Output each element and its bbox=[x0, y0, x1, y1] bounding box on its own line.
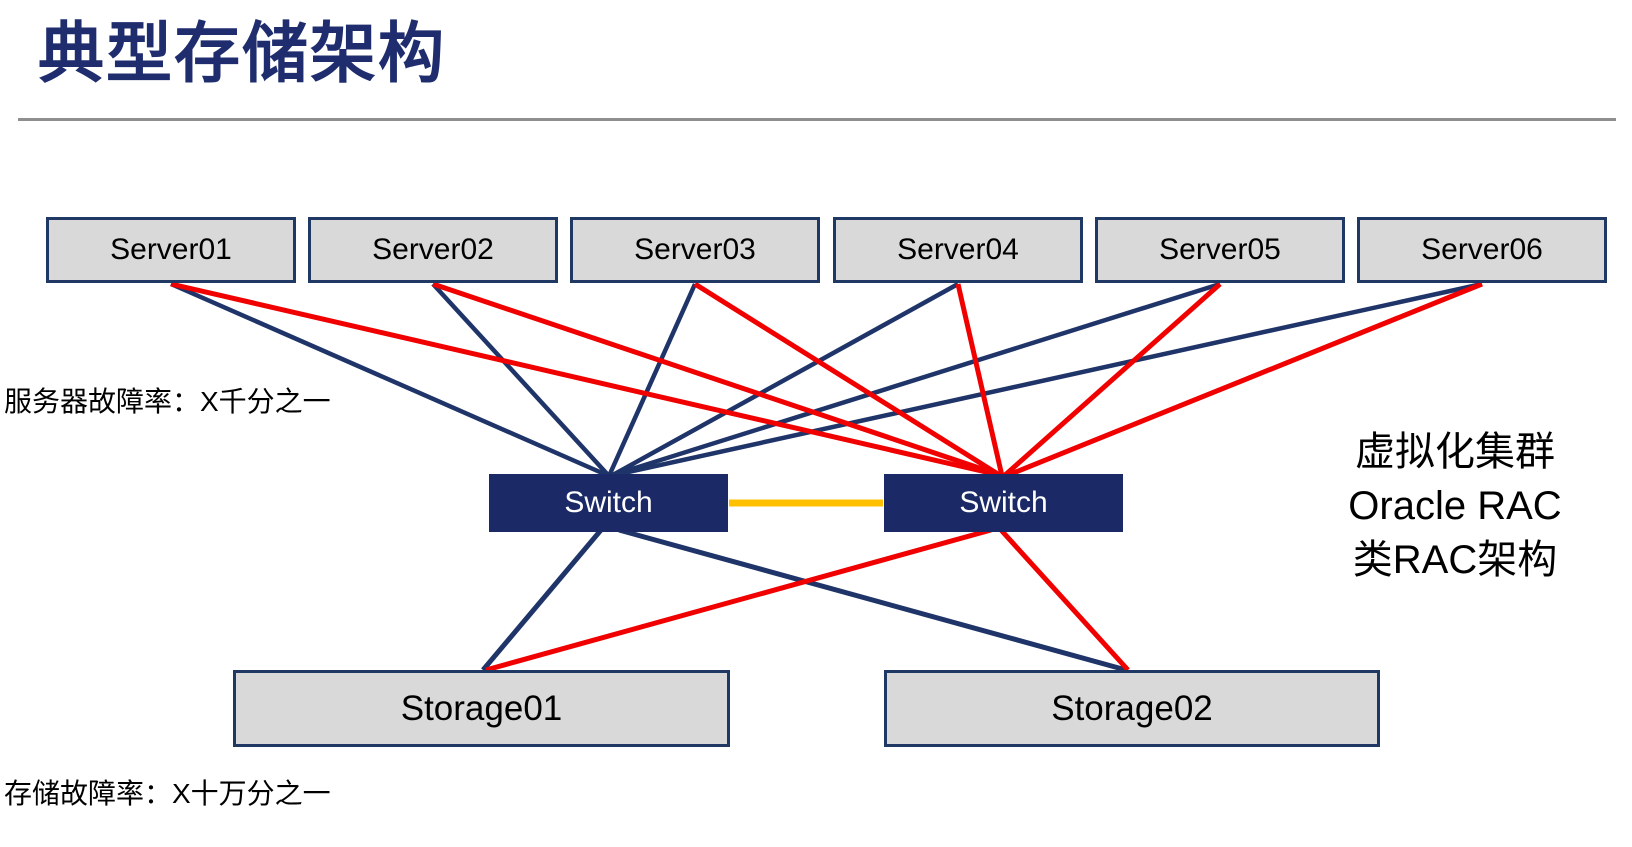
link-server03-right-switch bbox=[693, 281, 1003, 479]
link-right-switch-storage02 bbox=[999, 528, 1130, 672]
server05-node: Server05 bbox=[1095, 217, 1345, 283]
server06-node: Server06 bbox=[1357, 217, 1607, 283]
storage01-node: Storage01 bbox=[233, 670, 730, 747]
storage-failure-rate-note: 存储故障率：X十万分之一 bbox=[4, 778, 331, 809]
server01-label: Server01 bbox=[110, 233, 232, 266]
link-server04-left-switch bbox=[609, 282, 960, 478]
cluster-note-line1: 虚拟化集群 bbox=[1355, 430, 1555, 474]
storage02-label: Storage02 bbox=[1051, 688, 1213, 728]
link-server05-right-switch bbox=[1002, 282, 1222, 478]
storage02-node: Storage02 bbox=[884, 670, 1380, 747]
right-switch-to-storage-links bbox=[485, 527, 1130, 673]
server04-node: Server04 bbox=[833, 217, 1083, 283]
link-server06-left-switch bbox=[614, 281, 1483, 478]
link-server01-right-switch bbox=[170, 281, 1000, 478]
server03-label: Server03 bbox=[634, 233, 756, 266]
link-server03-left-switch bbox=[606, 283, 698, 477]
cluster-note-line2: Oracle RAC bbox=[1348, 484, 1562, 528]
left-switch-to-storage-links bbox=[481, 527, 1127, 673]
server-failure-rate-note: 服务器故障率：X千分之一 bbox=[4, 386, 331, 417]
switch-right-label: Switch bbox=[959, 486, 1048, 519]
cluster-note: 虚拟化集群 Oracle RAC 类RAC架构 bbox=[1325, 425, 1585, 587]
server-to-right-switch-links bbox=[170, 281, 1483, 479]
server02-node: Server02 bbox=[308, 217, 558, 283]
switch-left-label: Switch bbox=[564, 486, 653, 519]
server06-label: Server06 bbox=[1421, 233, 1543, 266]
page-title: 典型存储架构 bbox=[38, 16, 446, 90]
link-server02-right-switch bbox=[432, 281, 1001, 478]
link-left-switch-storage02 bbox=[618, 527, 1127, 673]
server01-node: Server01 bbox=[46, 217, 296, 283]
link-server05-left-switch bbox=[612, 281, 1221, 478]
server05-label: Server05 bbox=[1159, 233, 1281, 266]
link-left-switch-storage01 bbox=[481, 528, 603, 672]
server04-label: Server04 bbox=[897, 233, 1019, 266]
server02-label: Server02 bbox=[372, 233, 494, 266]
storage01-label: Storage01 bbox=[400, 688, 563, 728]
switch-right-node: Switch bbox=[884, 474, 1123, 532]
link-right-switch-storage01 bbox=[485, 527, 992, 673]
server-to-left-switch-links bbox=[170, 281, 1483, 479]
link-server06-right-switch bbox=[1005, 281, 1483, 479]
link-server04-right-switch bbox=[955, 283, 1005, 477]
server03-node: Server03 bbox=[570, 217, 820, 283]
link-server02-left-switch bbox=[431, 282, 611, 478]
title-underline bbox=[18, 118, 1616, 121]
switch-left-node: Switch bbox=[489, 474, 728, 532]
cluster-note-line3: 类RAC架构 bbox=[1352, 538, 1558, 582]
link-server01-left-switch bbox=[170, 281, 610, 479]
